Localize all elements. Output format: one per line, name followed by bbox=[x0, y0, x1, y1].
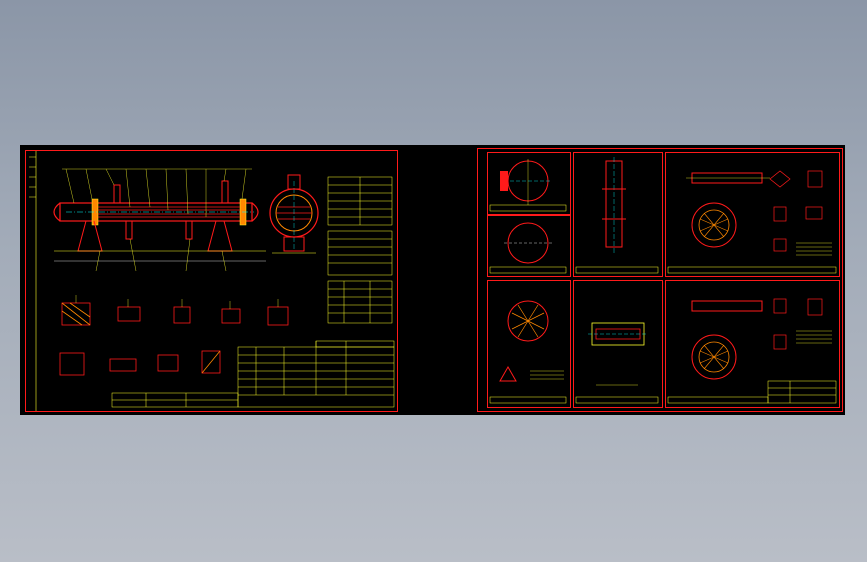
parts-list bbox=[111, 340, 395, 408]
cad-viewport[interactable] bbox=[20, 145, 845, 415]
panel-shell-section[interactable] bbox=[573, 152, 663, 277]
panel-baffle[interactable] bbox=[487, 280, 571, 408]
shell-elevation bbox=[53, 168, 266, 272]
drawing-sheet-details[interactable] bbox=[477, 148, 843, 412]
design-data-table bbox=[327, 176, 393, 324]
detail-views bbox=[59, 302, 289, 376]
panel-flange-top[interactable] bbox=[487, 152, 571, 215]
assembly-drawing bbox=[29, 151, 395, 411]
detail-drawings bbox=[489, 157, 837, 404]
drawing-sheet-assembly[interactable] bbox=[25, 150, 398, 412]
panel-tube-sheet-a[interactable] bbox=[665, 152, 840, 277]
end-view bbox=[269, 174, 319, 254]
panel-flange-bottom[interactable] bbox=[487, 215, 571, 277]
panel-tube-sheet-b[interactable] bbox=[665, 280, 840, 408]
panel-channel[interactable] bbox=[573, 280, 663, 408]
